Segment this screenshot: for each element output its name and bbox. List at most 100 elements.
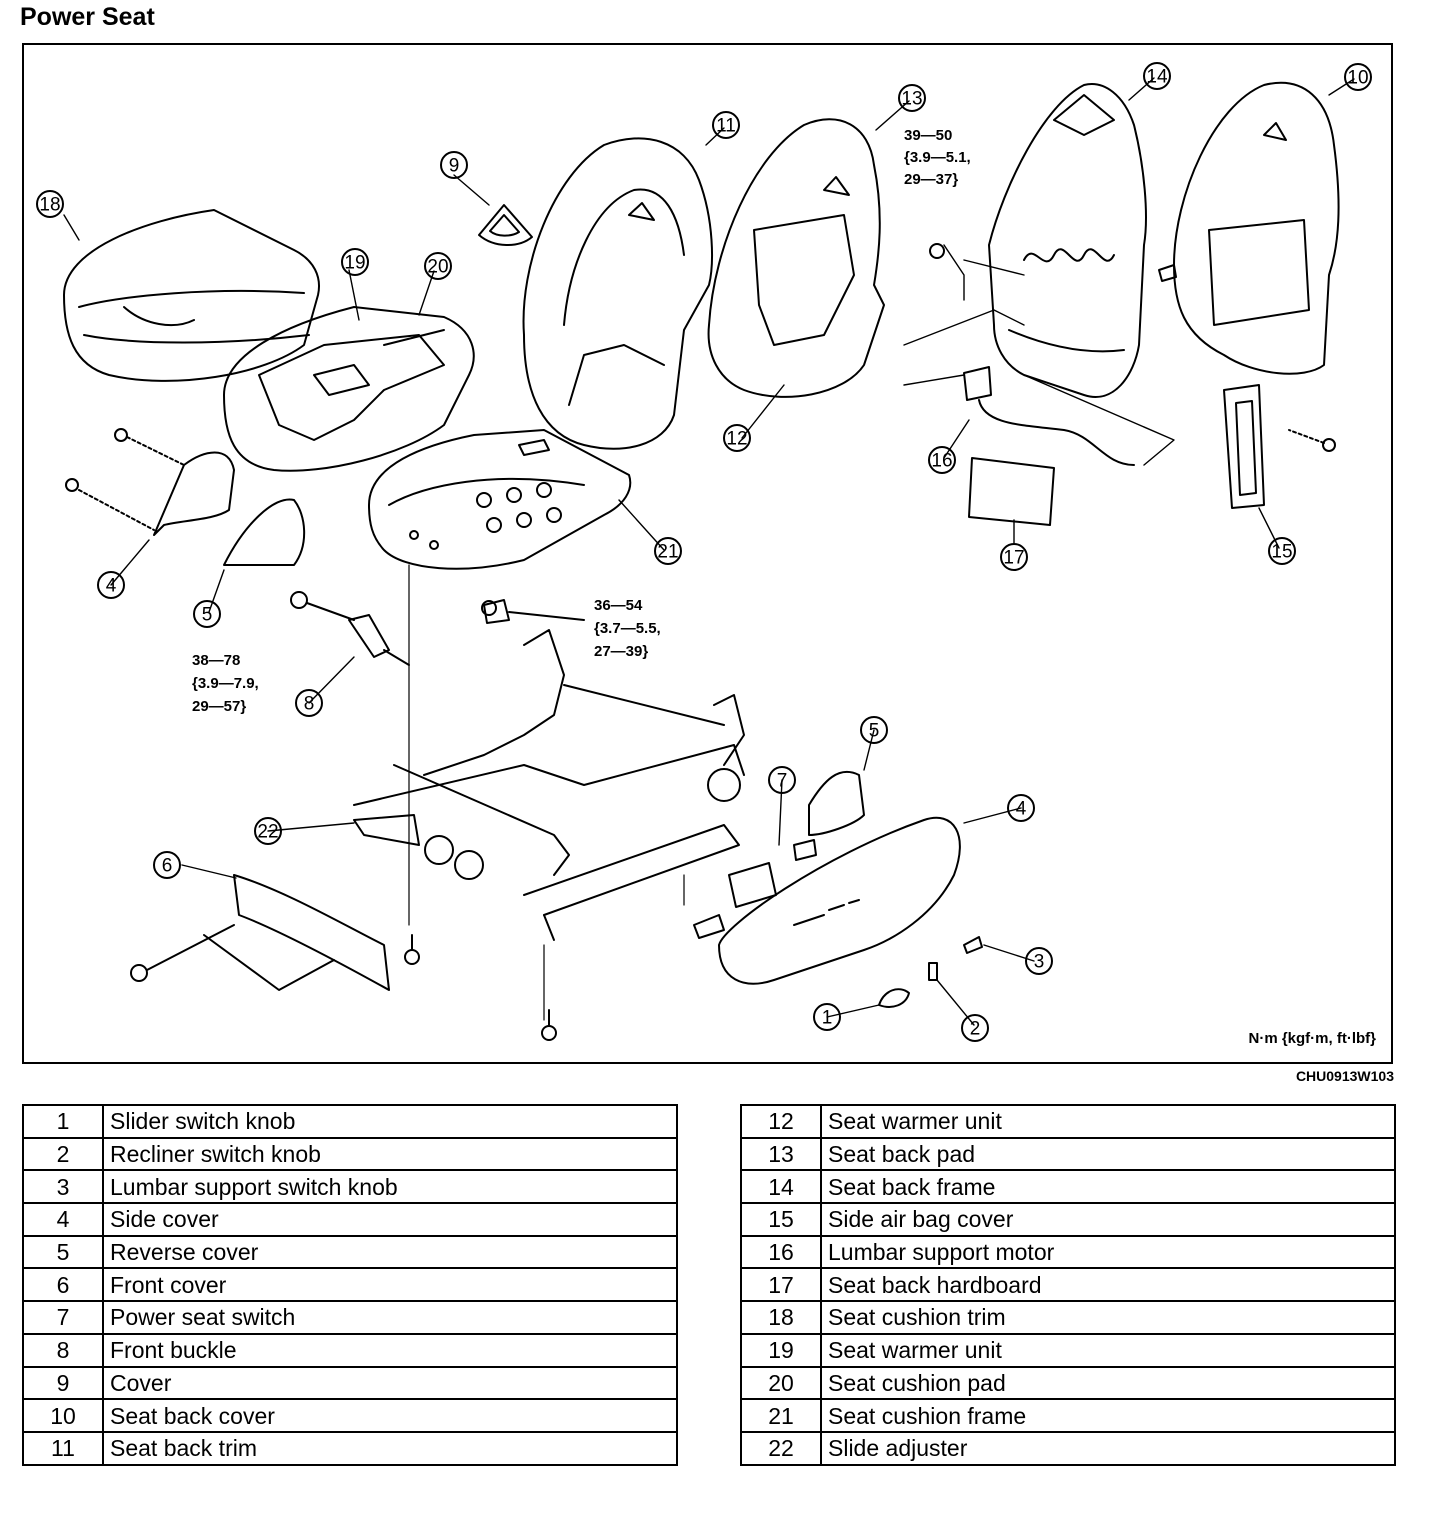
callout-6: 6: [153, 851, 181, 879]
callout-18: 18: [36, 190, 64, 218]
callout-11: 11: [712, 111, 740, 139]
torque-spec-seat-back: 39—50 {3.9—5.1, 29—37}: [904, 127, 971, 188]
callout-19: 19: [341, 248, 369, 276]
callout-5b: 5: [860, 716, 888, 744]
callout-15: 15: [1268, 537, 1296, 565]
callout-20: 20: [424, 252, 452, 280]
exploded-diagram: 18 19 20 9 11 13 14 10 12 16 17 15 21 4 …: [22, 43, 1393, 1064]
callout-16: 16: [928, 446, 956, 474]
svg-text:13: 13: [901, 89, 922, 110]
callout-13: 13: [898, 84, 926, 112]
callout-21: 21: [654, 537, 682, 565]
svg-text:1: 1: [822, 1008, 833, 1029]
svg-text:21: 21: [657, 542, 678, 563]
reverse-cover-right-drawing: [808, 770, 865, 836]
callout-2: 2: [961, 1014, 989, 1042]
unit-note: N·m {kgf·m, ft·lbf}: [1249, 1030, 1377, 1047]
seat-back-cover-drawing: [1173, 81, 1340, 375]
seat-back-hardboard-drawing: [968, 457, 1055, 526]
seat-cushion-pad-drawing: [223, 306, 475, 472]
svg-text:27—39}: 27—39}: [594, 643, 648, 660]
torque-spec-buckle: 38—78 {3.9—7.9, 29—57}: [192, 652, 259, 715]
side-cover-right-drawing: [718, 816, 961, 985]
svg-text:4: 4: [1016, 799, 1027, 820]
torque-spec-recliner: 36—54 {3.7—5.5, 27—39}: [594, 597, 661, 660]
svg-text:5: 5: [869, 721, 880, 742]
bolts-drawing: [404, 243, 945, 1041]
callout-7: 7: [768, 766, 796, 794]
svg-text:36—54: 36—54: [594, 597, 643, 614]
seat-back-frame-drawing: [988, 83, 1177, 398]
seat-back-pad-drawing: [707, 118, 885, 398]
svg-text:4: 4: [106, 576, 117, 597]
callout-17: 17: [1000, 543, 1028, 571]
svg-text:19: 19: [344, 253, 365, 274]
seat-cushion-trim-drawing: [63, 209, 320, 382]
svg-text:38—78: 38—78: [192, 652, 240, 669]
svg-text:5: 5: [202, 605, 213, 626]
svg-text:22: 22: [257, 822, 278, 843]
svg-text:16: 16: [931, 451, 952, 472]
callout-5: 5: [193, 600, 221, 628]
svg-text:{3.9—5.1,: {3.9—5.1,: [904, 149, 971, 166]
callout-3: 3: [1025, 947, 1053, 975]
svg-text:{3.9—7.9,: {3.9—7.9,: [192, 675, 259, 692]
torque-specs: 39—50 {3.9—5.1, 29—37} 36—54 {3.7—5.5, 2…: [192, 127, 1376, 1047]
side-airbag-cover-drawing: [1223, 384, 1336, 509]
svg-text:8: 8: [304, 694, 315, 715]
svg-text:6: 6: [162, 856, 173, 877]
callout-8: 8: [295, 689, 323, 717]
seat-back-trim-drawing: [522, 137, 713, 450]
callouts: 18 19 20 9 11 13 14 10 12 16 17 15 21 4 …: [36, 62, 1372, 1042]
callout-12: 12: [723, 424, 751, 452]
slide-adjuster-drawing: [353, 599, 745, 941]
lumbar-motor-drawing: [963, 366, 1135, 466]
svg-text:3: 3: [1034, 952, 1045, 973]
callout-4b: 4: [1007, 794, 1035, 822]
reverse-cover-left-drawing: [223, 498, 306, 566]
front-buckle-drawing: [290, 591, 410, 666]
svg-text:18: 18: [39, 195, 60, 216]
figure-code: CHU0913W103: [1295, 1068, 1394, 1084]
svg-text:29—57}: 29—57}: [192, 698, 246, 715]
svg-text:17: 17: [1003, 548, 1024, 569]
switch-knobs-drawing: [878, 936, 983, 1008]
svg-text:2: 2: [970, 1019, 981, 1040]
svg-text:10: 10: [1347, 68, 1368, 89]
svg-text:15: 15: [1271, 542, 1292, 563]
svg-text:{3.7—5.5,: {3.7—5.5,: [594, 620, 661, 637]
svg-text:12: 12: [726, 429, 747, 450]
callout-10: 10: [1344, 63, 1372, 91]
svg-text:11: 11: [716, 116, 736, 137]
side-cover-left-drawing: [65, 428, 235, 536]
svg-text:39—50: 39—50: [904, 127, 952, 144]
callout-22: 22: [254, 817, 282, 845]
diagram-canvas: 18 19 20 9 11 13 14 10 12 16 17 15 21 4 …: [36, 62, 1376, 1047]
cover-drawing: [478, 204, 533, 246]
callout-4: 4: [97, 571, 125, 599]
callout-9: 9: [440, 151, 468, 179]
svg-text:9: 9: [449, 156, 460, 177]
callout-1: 1: [813, 1003, 841, 1031]
